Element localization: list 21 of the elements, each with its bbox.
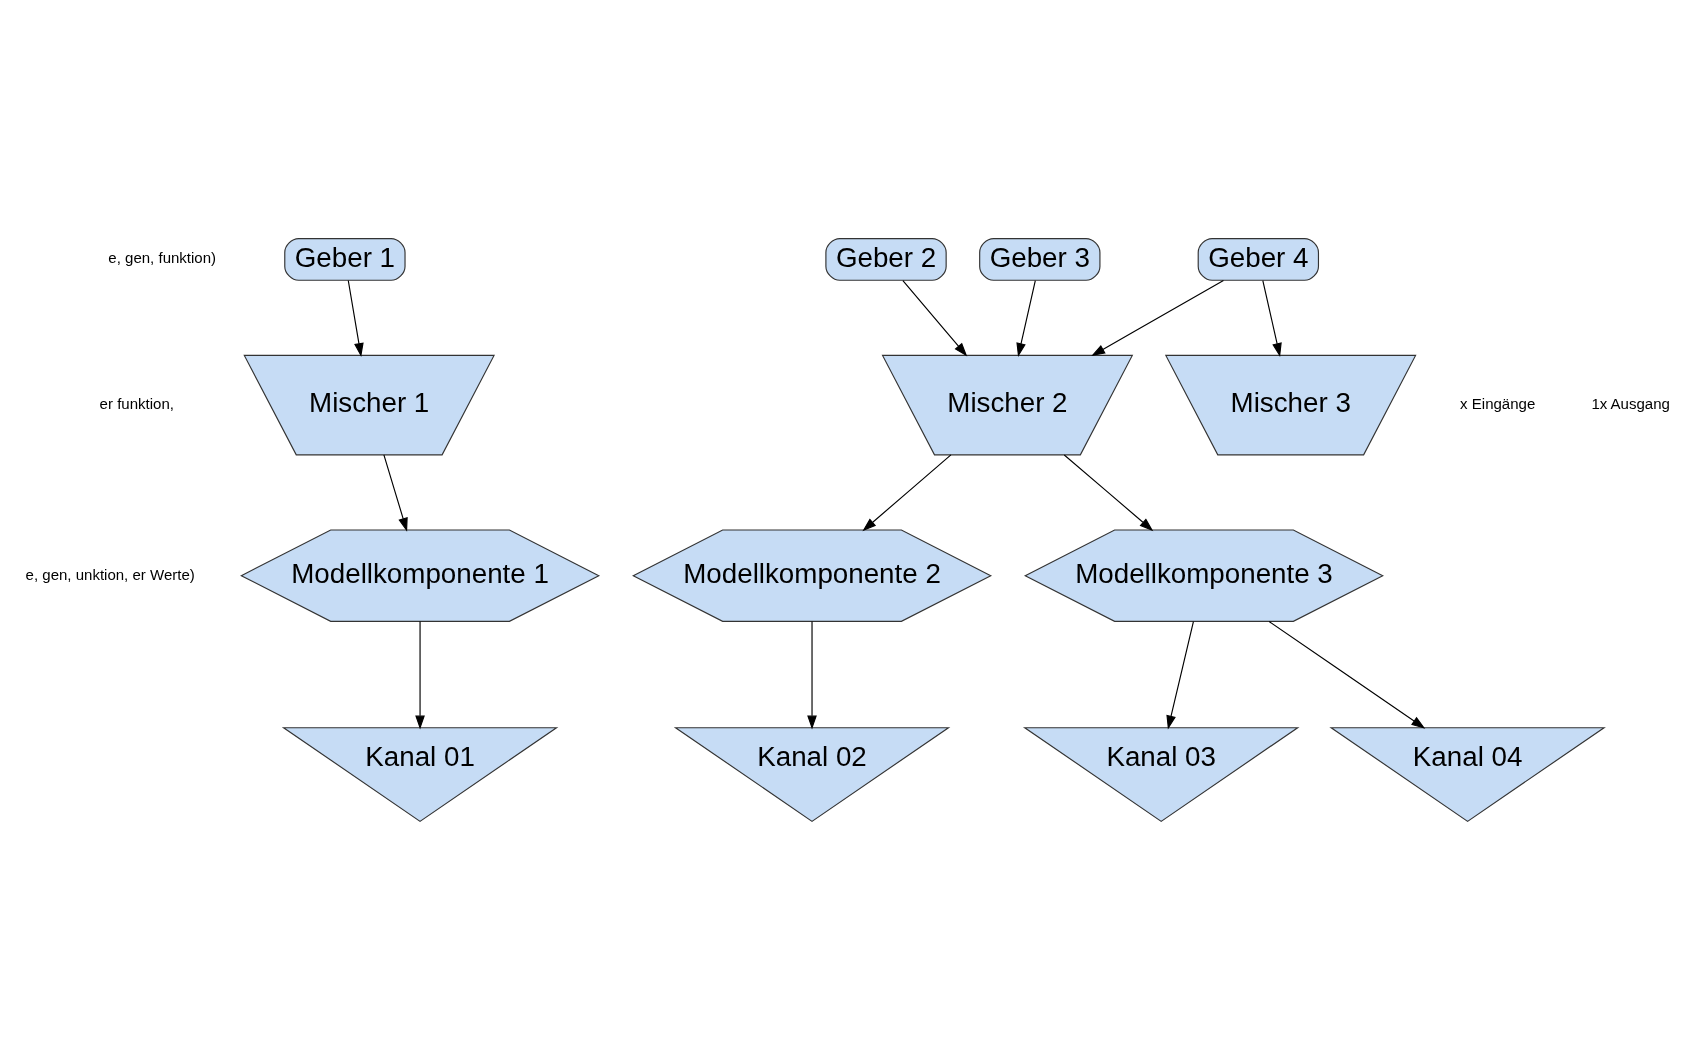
label: x Eingänge bbox=[1460, 394, 1536, 412]
arrow bbox=[1166, 620, 1194, 729]
label: er funktion, bbox=[99, 394, 174, 412]
arrow bbox=[1016, 279, 1036, 357]
arrow bbox=[1262, 279, 1282, 357]
node-box: Geber 3 bbox=[979, 237, 1101, 281]
arrow bbox=[862, 453, 952, 531]
arrow bbox=[1268, 620, 1426, 729]
node-box: Geber 4 bbox=[1197, 237, 1320, 281]
node-box: Geber 2 bbox=[825, 237, 947, 281]
arrow bbox=[902, 279, 968, 357]
arrow bbox=[347, 279, 364, 357]
label: e, gen, unktion, er Werte) bbox=[25, 565, 195, 583]
arrow bbox=[383, 453, 408, 532]
arrow bbox=[1063, 453, 1154, 531]
node-box: Geber 1 bbox=[284, 237, 406, 281]
label: 1x Ausgang bbox=[1591, 394, 1670, 412]
arrow bbox=[807, 620, 817, 729]
label: e, gen, funktion) bbox=[108, 248, 217, 266]
arrow bbox=[415, 620, 425, 729]
arrow bbox=[1091, 279, 1225, 356]
